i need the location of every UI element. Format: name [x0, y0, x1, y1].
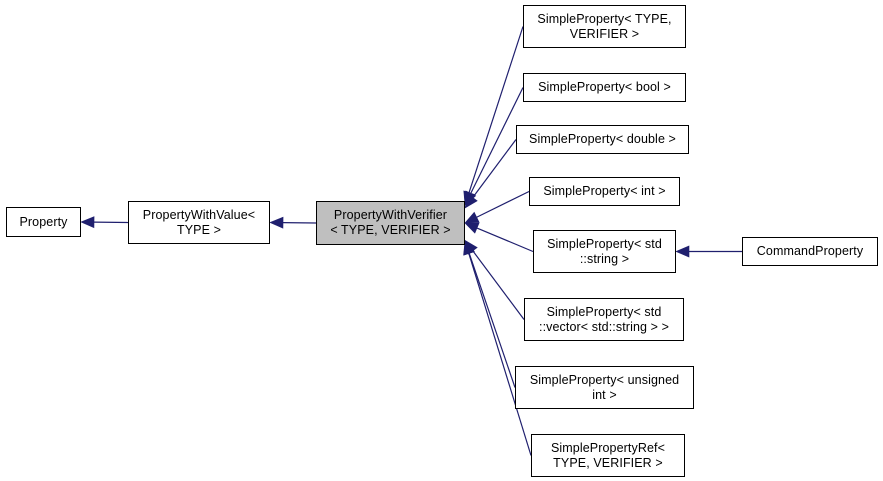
node-simple-property-unsigned-int[interactable]: SimpleProperty< unsigned int > — [515, 366, 694, 409]
edge-arrowhead-property-with-value-to-property — [80, 216, 95, 229]
edge-arrowhead-simple-property-bool-to-property-with-verifier — [464, 190, 477, 206]
edge-arrowhead-command-property-to-simple-property-std-string — [675, 245, 690, 258]
edge-arrowhead-simple-property-int-to-property-with-verifier — [464, 211, 480, 224]
node-property[interactable]: Property — [6, 207, 81, 237]
node-label-property: Property — [19, 214, 68, 229]
node-label-simple-property-std-vector-string: SimpleProperty< std ::vector< std::strin… — [539, 304, 669, 334]
edge-line-simple-property-unsigned-int-to-property-with-verifier — [468, 253, 516, 388]
edge-arrowhead-simple-property-std-string-to-property-with-verifier — [464, 222, 480, 234]
edge-line-simple-property-type-verifier-to-property-with-verifier — [468, 26, 524, 193]
node-simple-property-bool[interactable]: SimpleProperty< bool > — [523, 73, 686, 102]
edge-arrowhead-simple-property-unsigned-int-to-property-with-verifier — [463, 240, 475, 256]
node-label-simple-property-std-string: SimpleProperty< std ::string > — [547, 236, 662, 266]
node-label-command-property: CommandProperty — [756, 244, 864, 258]
node-simple-property-type-verifier[interactable]: SimpleProperty< TYPE, VERIFIER > — [523, 5, 686, 48]
node-simple-property-int[interactable]: SimpleProperty< int > — [529, 177, 680, 206]
node-simple-property-ref[interactable]: SimplePropertyRef< TYPE, VERIFIER > — [531, 434, 685, 477]
node-simple-property-std-vector-string[interactable]: SimpleProperty< std ::vector< std::strin… — [524, 298, 684, 341]
node-label-property-with-value: PropertyWithValue< TYPE > — [142, 207, 256, 237]
edge-line-simple-property-ref-to-property-with-verifier — [468, 253, 532, 456]
edge-line-simple-property-int-to-property-with-verifier — [476, 190, 530, 218]
node-property-with-verifier[interactable]: PropertyWithVerifier < TYPE, VERIFIER > — [316, 201, 465, 245]
edge-arrowhead-simple-property-double-to-property-with-verifier — [464, 193, 478, 209]
node-label-simple-property-ref: SimplePropertyRef< TYPE, VERIFIER > — [550, 440, 665, 470]
node-property-with-value[interactable]: PropertyWithValue< TYPE > — [128, 201, 270, 244]
node-label-simple-property-unsigned-int: SimpleProperty< unsigned int > — [529, 372, 680, 402]
edge-arrowhead-property-with-verifier-to-property-with-value — [269, 216, 284, 229]
node-simple-property-std-string[interactable]: SimpleProperty< std ::string > — [533, 230, 676, 273]
edge-arrowhead-simple-property-ref-to-property-with-verifier — [463, 240, 475, 256]
node-label-simple-property-int: SimpleProperty< int > — [543, 184, 666, 198]
edge-arrowhead-simple-property-type-verifier-to-property-with-verifier — [463, 190, 475, 206]
node-label-simple-property-type-verifier: SimpleProperty< TYPE, VERIFIER > — [537, 11, 672, 41]
edge-line-simple-property-std-vector-string-to-property-with-verifier — [472, 250, 525, 320]
edge-line-simple-property-double-to-property-with-verifier — [472, 139, 517, 198]
edge-line-simple-property-std-string-to-property-with-verifier — [476, 227, 534, 253]
node-simple-property-double[interactable]: SimpleProperty< double > — [516, 125, 689, 154]
node-label-simple-property-bool: SimpleProperty< bool > — [538, 80, 671, 94]
node-label-property-with-verifier: PropertyWithVerifier < TYPE, VERIFIER > — [330, 208, 451, 237]
node-label-simple-property-double: SimpleProperty< double > — [529, 132, 676, 146]
node-command-property[interactable]: CommandProperty — [742, 237, 878, 266]
edge-arrowhead-simple-property-std-vector-string-to-property-with-verifier — [464, 239, 478, 255]
